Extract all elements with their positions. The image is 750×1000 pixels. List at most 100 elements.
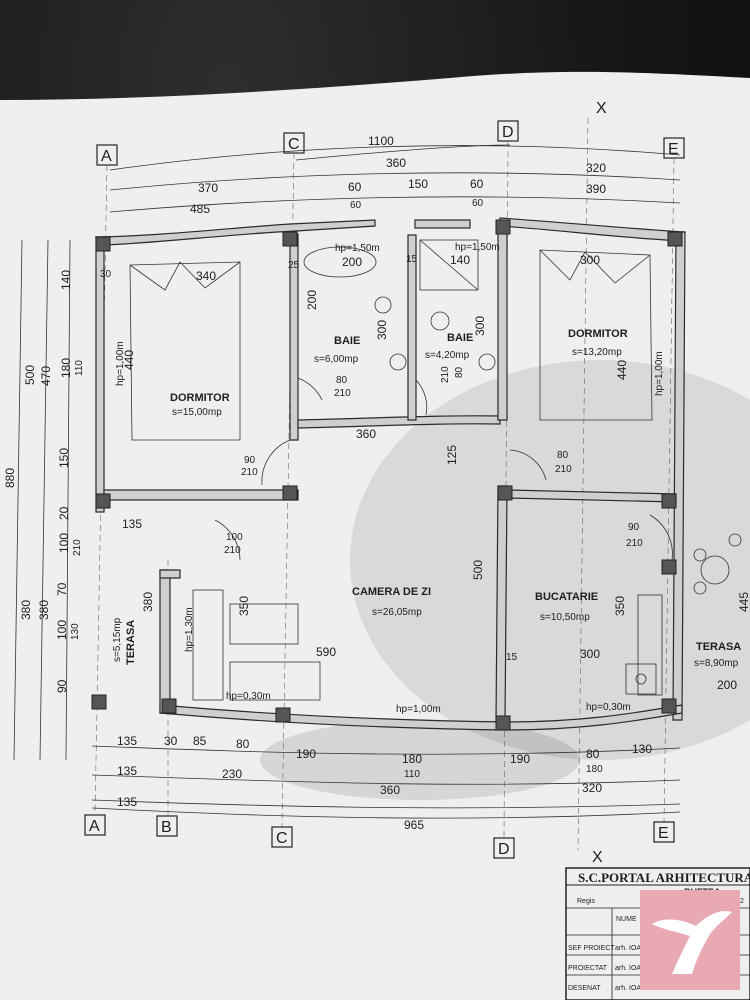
shadow <box>350 360 750 760</box>
dim-440-b: 440 <box>615 360 629 380</box>
dim-60c: 60 <box>350 200 362 211</box>
dim-135-c: 135 <box>117 795 137 809</box>
dim-190-b: 190 <box>510 752 530 766</box>
dim-320-bottom: 320 <box>582 781 602 795</box>
hp-100-b: hp=1,00m <box>654 351 665 396</box>
proiectat-name: arh. IOA <box>615 965 641 972</box>
axis-x-top: X <box>596 100 607 117</box>
dim-440-a: 440 <box>122 350 136 370</box>
room-bucatarie: BUCATARIE <box>535 591 598 603</box>
dim-200-b: 200 <box>305 290 319 310</box>
furniture <box>129 239 742 701</box>
dim-15: 15 <box>406 254 418 265</box>
axis-a-top: A <box>101 148 112 165</box>
dim-100: 100 <box>226 532 243 543</box>
dim-25: 25 <box>288 260 300 271</box>
dim-15-b: 15 <box>506 652 518 663</box>
dim-320-top: 320 <box>586 161 606 175</box>
axis-e-bottom: E <box>658 825 669 842</box>
dim-360: 360 <box>356 427 376 441</box>
dim-370: 370 <box>198 181 218 195</box>
dim-210-a: 210 <box>334 388 351 399</box>
axis-c-top: C <box>288 136 300 153</box>
dim-130-bottom: 130 <box>632 742 652 756</box>
left-dimension-lines <box>13 239 71 761</box>
area-bucatarie: s=10,50mp <box>540 612 590 623</box>
axis-x-bottom: X <box>592 849 603 866</box>
hp-150-a: hp=1,50m <box>335 243 380 254</box>
dim-350-b: 350 <box>613 596 627 616</box>
area-terasa-right: s=8,90mp <box>694 658 739 669</box>
sef-proiect-label: SEF PROIECT <box>568 945 615 952</box>
dim-80-b-bottom: 80 <box>586 747 600 761</box>
dim-210-b: 210 <box>440 366 451 383</box>
area-camera-de-zi: s=26,05mp <box>372 607 422 618</box>
room-baie-1: BAIE <box>334 335 360 347</box>
area-baie-1: s=6,00mp <box>314 354 359 365</box>
axis-d-top: D <box>502 124 514 141</box>
paper <box>0 71 750 1000</box>
dim-190-a: 190 <box>296 747 316 761</box>
dim-300-d: 300 <box>580 647 600 661</box>
room-dormitor-right: DORMITOR <box>568 328 628 340</box>
dim-100a-left: 100 <box>57 533 71 553</box>
dim-150: 150 <box>408 177 428 191</box>
area-dormitor-left: s=15,00mp <box>172 407 222 418</box>
dim-360-top: 360 <box>386 156 406 170</box>
hp-030-a: hp=0,30m <box>226 691 271 702</box>
dim-130-left: 130 <box>70 623 81 640</box>
dim-210-d: 210 <box>555 464 572 475</box>
room-dormitor-left: DORMITOR <box>170 392 230 404</box>
hp-150-b: hp=1,50m <box>455 242 500 253</box>
dim-80-a-bottom: 80 <box>236 737 250 751</box>
dim-140-left: 140 <box>59 270 73 290</box>
dim-380b-left: 380 <box>37 600 51 620</box>
dim-210-e: 210 <box>224 545 241 556</box>
dim-965: 965 <box>404 818 424 832</box>
dim-60b: 60 <box>470 177 484 191</box>
dim-85: 85 <box>193 734 207 748</box>
company-name: S.C.PORTAL ARHITECTURAL <box>578 870 750 885</box>
sef-proiect-name: arh. IOA <box>615 945 641 952</box>
axis-a-bottom: A <box>89 818 100 835</box>
nume-label: NUME <box>616 916 637 923</box>
dim-140: 140 <box>450 253 470 267</box>
dim-135-a: 135 <box>117 734 137 748</box>
dim-90-left: 90 <box>55 679 69 693</box>
top-dimension-lines <box>109 144 681 213</box>
dim-445: 445 <box>737 592 750 612</box>
left-dimensions: 140 500 470 180 110 880 150 20 100 210 3… <box>3 270 85 693</box>
axis-d-bottom: D <box>498 841 510 858</box>
interior-dimensions: 30 340 hp=1,50m 200 25 15 hp=1,50m 140 3… <box>100 242 750 715</box>
dim-340: 340 <box>196 269 216 283</box>
dim-350-a: 350 <box>237 596 251 616</box>
room-terasa-left: TERASA <box>125 620 137 665</box>
dim-300-c: 300 <box>473 316 487 336</box>
axis-e-top: E <box>668 141 679 158</box>
dim-880-left: 880 <box>3 468 17 488</box>
dim-180-left: 180 <box>59 358 73 378</box>
dim-210-c: 210 <box>241 467 258 478</box>
area-dormitor-right: s=13,20mp <box>572 347 622 358</box>
proiectat-label: PROIECTAT <box>568 965 608 972</box>
dim-60a: 60 <box>348 180 362 194</box>
dim-300-a: 300 <box>580 253 600 267</box>
dim-360-bottom: 360 <box>380 783 400 797</box>
dim-20-left: 20 <box>57 506 71 520</box>
dim-380a-left: 380 <box>19 600 33 620</box>
dim-135: 135 <box>122 517 142 531</box>
axis-c-bottom: C <box>276 830 288 847</box>
dim-210-f: 210 <box>626 538 643 549</box>
room-labels: DORMITOR s=15,00mp BAIE s=6,00mp BAIE s=… <box>112 328 741 669</box>
dim-90-b: 90 <box>628 522 640 533</box>
dim-70-left: 70 <box>55 582 69 596</box>
hp-130: hp=1,30m <box>184 607 195 652</box>
room-terasa-right: TERASA <box>696 641 741 653</box>
dim-200-c: 200 <box>717 678 737 692</box>
area-baie-2: s=4,20mp <box>425 350 470 361</box>
registry-frag: 2 <box>740 898 744 905</box>
hp-100-a: hp=1,00m <box>115 341 126 386</box>
dim-500: 500 <box>471 560 485 580</box>
